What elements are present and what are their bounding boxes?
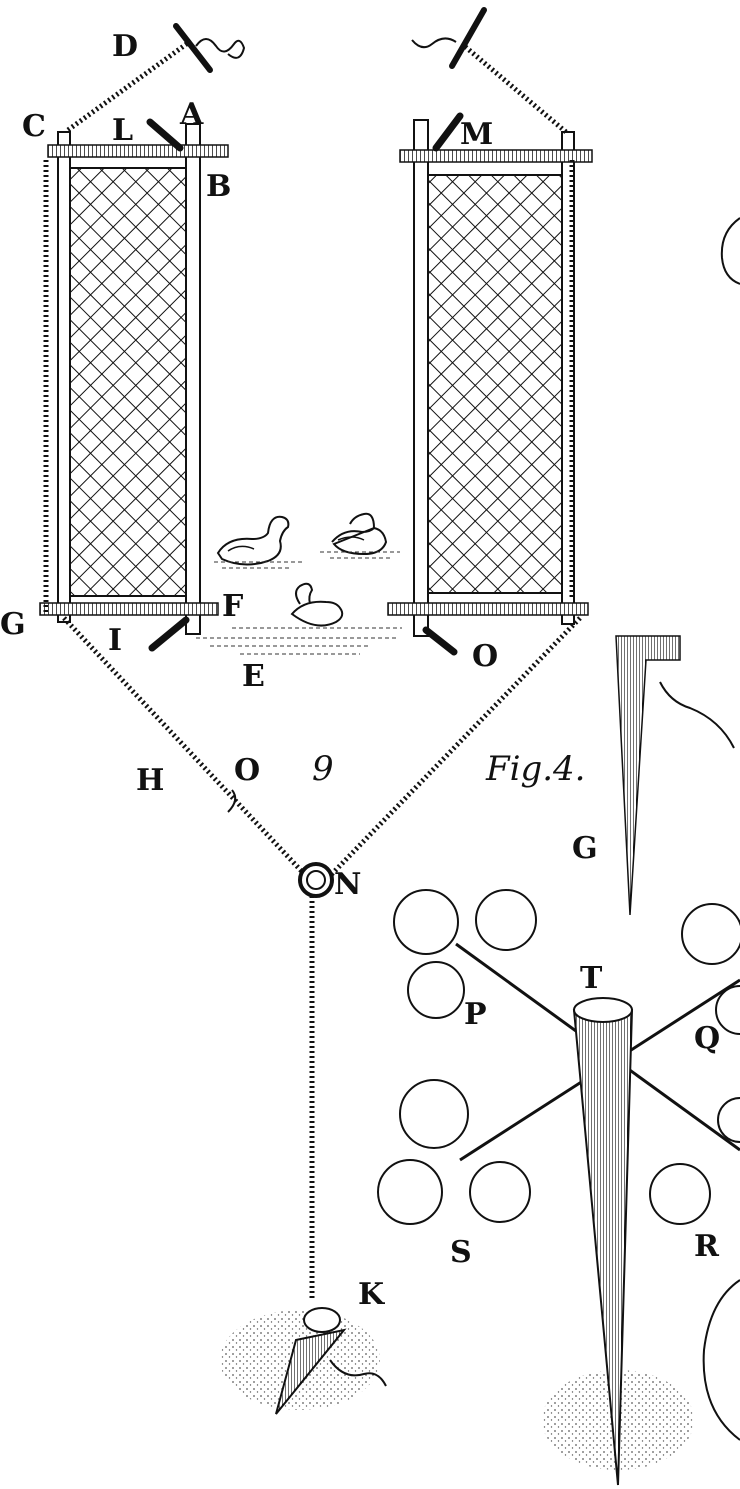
duck-1 — [216, 515, 290, 566]
left-bottom-stake — [148, 616, 190, 652]
label-g-left: G — [0, 607, 26, 642]
label-n: N — [334, 867, 361, 902]
right-bottom-stake — [422, 626, 458, 656]
right-bottom-bar — [387, 602, 589, 616]
fig4-stake-cord — [659, 681, 735, 749]
stake-t-assembly — [377, 217, 740, 1486]
right-top-peg-cord — [411, 37, 457, 49]
left-outer-pole — [57, 131, 71, 623]
left-net-panel — [39, 118, 229, 652]
loops-p — [393, 889, 537, 1019]
label-c: C — [22, 109, 46, 144]
loops-r — [649, 1097, 740, 1225]
label-d: D — [112, 29, 138, 64]
right-net-panel — [387, 112, 593, 656]
label-i: I — [108, 623, 122, 658]
right-top-bar — [399, 149, 593, 163]
left-bottom-bar — [39, 602, 219, 616]
labels: D C L A B M G I F E O H O 9 N K Fig.4. G… — [0, 29, 720, 1312]
left-pull-rope — [62, 616, 310, 880]
stake-t-top — [573, 997, 633, 1023]
left-top-peg-cord — [195, 38, 246, 59]
ducks-and-water — [196, 512, 402, 655]
water-lines — [196, 551, 402, 655]
right-net-mesh — [427, 174, 563, 594]
pull-ropes — [62, 616, 582, 1300]
label-t: T — [580, 961, 603, 996]
label-nine: 9 — [312, 749, 334, 789]
duck-2 — [331, 512, 388, 556]
left-top-bar — [47, 144, 229, 158]
loops-q — [681, 903, 740, 1035]
stake-k-cord — [329, 1359, 387, 1387]
label-o-right: O — [472, 639, 498, 674]
stake-k-top — [303, 1307, 341, 1333]
label-g-right: G — [572, 831, 598, 866]
fig4-stake-body — [615, 635, 681, 916]
label-a: A — [179, 97, 204, 132]
right-edge-curve-lower — [702, 1279, 740, 1441]
label-l: L — [112, 113, 133, 148]
stake-k-cone — [275, 1328, 347, 1415]
right-inner-pole — [413, 119, 429, 637]
right-pull-rope — [326, 616, 582, 880]
left-top-guy-rope — [66, 37, 194, 133]
right-edge-curve-upper — [720, 217, 740, 285]
label-q: Q — [694, 1021, 720, 1056]
right-top-stake — [432, 112, 464, 152]
left-top-peg — [173, 23, 213, 73]
label-h: H — [136, 763, 164, 798]
left-top-stake — [146, 118, 184, 152]
ground-stake-k — [220, 1307, 387, 1415]
label-b: B — [206, 169, 231, 204]
duck-3 — [290, 582, 344, 627]
fig4-stake — [615, 635, 735, 916]
ring-n — [298, 862, 334, 898]
label-s: S — [450, 1235, 472, 1270]
label-o-mid: O — [234, 753, 260, 788]
left-net-mesh — [67, 167, 187, 597]
hook-o — [227, 789, 237, 813]
label-m: M — [460, 117, 493, 152]
label-f: F — [222, 589, 243, 624]
left-inner-pole — [185, 123, 201, 635]
label-k: K — [358, 1277, 385, 1312]
right-top-peg — [449, 7, 487, 69]
top-ropes — [66, 7, 568, 134]
label-fig4: Fig.4. — [485, 749, 585, 789]
label-p: P — [464, 997, 487, 1032]
label-e: E — [242, 659, 265, 694]
loops-s — [377, 1079, 531, 1225]
label-r: R — [694, 1229, 720, 1264]
